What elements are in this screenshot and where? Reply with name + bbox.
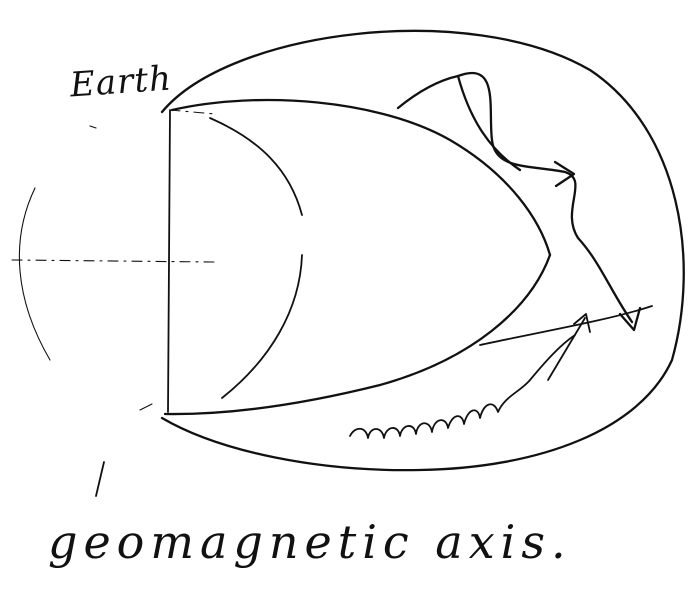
horizontal-axis-line xyxy=(12,260,215,262)
axis-tick-bottom xyxy=(140,404,152,410)
inner-arc-bottom xyxy=(222,255,302,398)
outer-boundary xyxy=(162,31,684,470)
earth-label: Earth xyxy=(69,58,173,105)
earth-top-dashed xyxy=(170,110,215,114)
wavy-particle-path xyxy=(458,73,632,322)
left-circle-arc xyxy=(19,188,50,360)
earth-top-curve xyxy=(172,100,550,255)
earth-left-edge xyxy=(168,110,170,412)
earth-bottom-curve xyxy=(165,255,550,414)
geomagnetic-axis-line xyxy=(96,462,104,496)
geomagnetic-axis-label: geomagnetic axis. xyxy=(48,515,572,569)
axis-tick-top xyxy=(90,126,96,128)
inner-arc-top xyxy=(210,118,302,215)
